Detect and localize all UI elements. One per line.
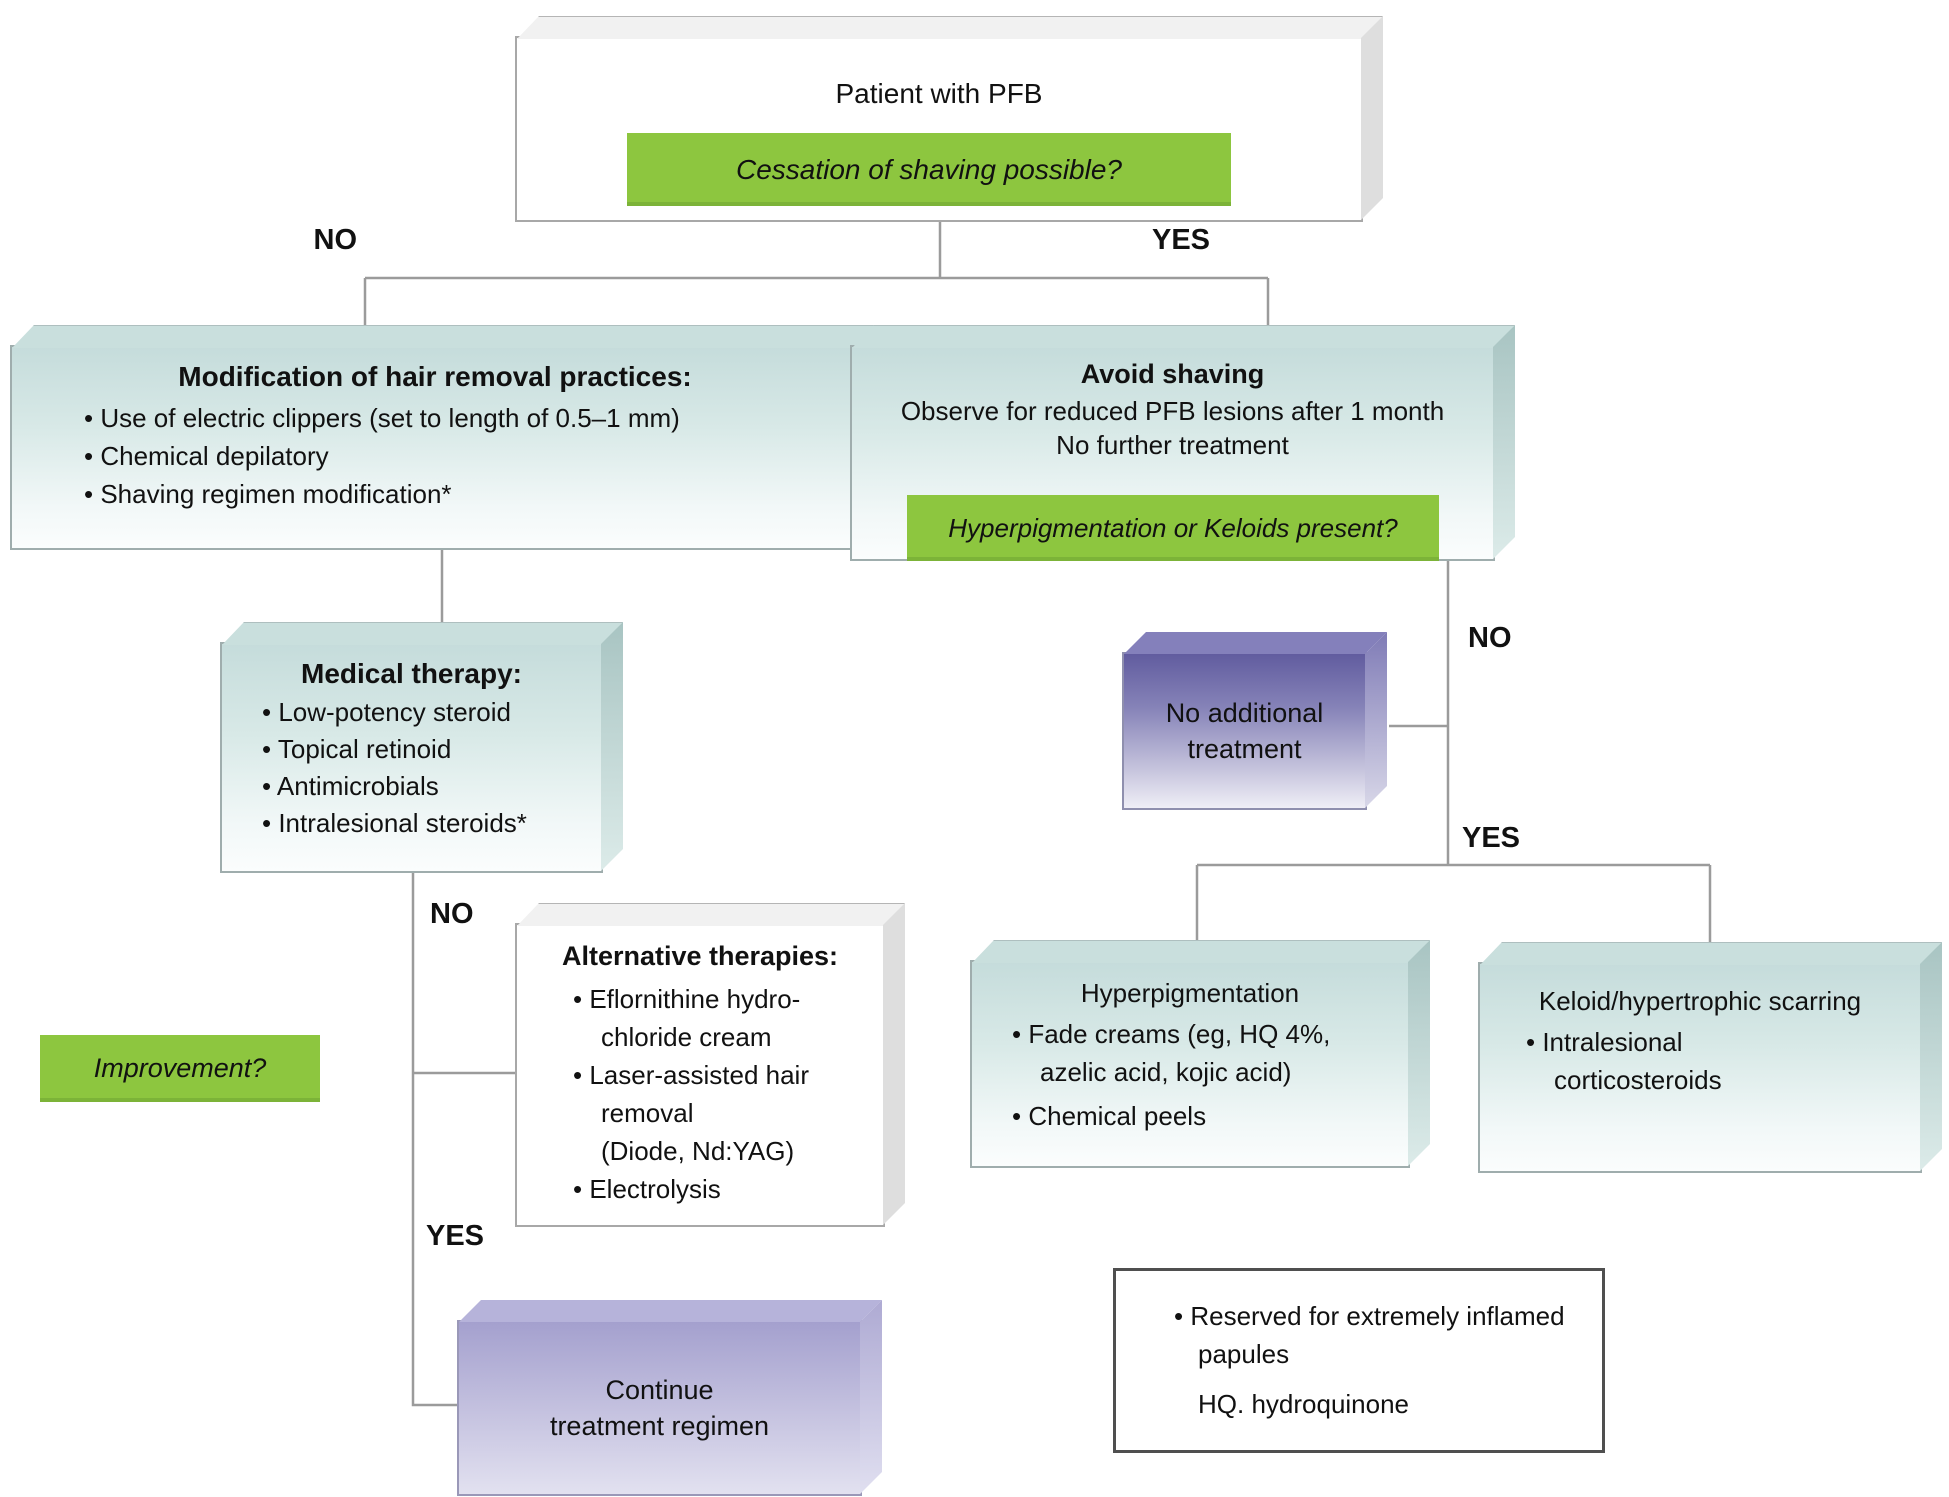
- improvement-question-text: Improvement?: [93, 1053, 267, 1083]
- keloid-header: Keloid/hypertrophic scarring: [1538, 986, 1862, 1016]
- hyperkeloid-no-label: NO: [1468, 622, 1512, 654]
- footnote-line: • Reserved for extremely inflamed: [1174, 1301, 1565, 1331]
- avoid-shaving-header: Avoid shaving: [1080, 359, 1265, 389]
- modification-header: Modification of hair removal practices:: [178, 361, 692, 392]
- modification-item: • Chemical depilatory: [84, 441, 329, 471]
- cessation-yes-label: YES: [1152, 224, 1211, 256]
- alternative-therapies-box: Alternative therapies: • Eflornithine hy…: [515, 923, 885, 1227]
- cessation-question-banner: Cessation of shaving possible?: [627, 133, 1231, 206]
- modification-item: • Shaving regimen modification*: [84, 479, 452, 509]
- no-additional-line: No additional: [1165, 698, 1324, 728]
- medical-therapy-item: • Topical retinoid: [262, 734, 452, 764]
- alternative-item-cont: chloride cream: [601, 1022, 772, 1052]
- modification-item: • Use of electric clippers (set to lengt…: [84, 403, 680, 433]
- hyperkeloid-yes-label: YES: [1462, 822, 1521, 854]
- keloid-box: Keloid/hypertrophic scarring • Intralesi…: [1478, 962, 1922, 1173]
- keloid-item: • Intralesional: [1526, 1027, 1683, 1057]
- medical-therapy-item: • Antimicrobials: [262, 771, 439, 801]
- footnote-hq-definition: HQ. hydroquinone: [1198, 1389, 1410, 1419]
- hyperpigmentation-item-cont: azelic acid, kojic acid): [1040, 1057, 1292, 1087]
- avoid-shaving-box: Avoid shaving Observe for reduced PFB le…: [850, 345, 1495, 561]
- improvement-no-label: NO: [430, 898, 474, 930]
- alternative-item: • Electrolysis: [573, 1174, 721, 1204]
- hyperpigmentation-item: • Chemical peels: [1012, 1101, 1207, 1131]
- cessation-no-label: NO: [313, 224, 358, 256]
- no-additional-treatment-box: No additional treatment: [1122, 652, 1367, 810]
- alternative-item-cont: removal: [601, 1098, 694, 1128]
- medical-therapy-box: Medical therapy: • Low-potency steroid •…: [220, 642, 603, 873]
- medical-therapy-item: • Intralesional steroids*: [262, 808, 527, 838]
- continue-line: treatment regimen: [549, 1411, 770, 1441]
- hyperkeloid-question-banner: Hyperpigmentation or Keloids present?: [907, 495, 1439, 561]
- hyperkeloid-question-text: Hyperpigmentation or Keloids present?: [948, 512, 1398, 543]
- avoid-shaving-line: Observe for reduced PFB lesions after 1 …: [900, 396, 1445, 426]
- medical-therapy-header: Medical therapy:: [301, 658, 522, 689]
- keloid-item-cont: corticosteroids: [1554, 1065, 1722, 1095]
- alternative-item-cont: (Diode, Nd:YAG): [601, 1136, 795, 1166]
- alternative-header: Alternative therapies:: [561, 941, 839, 971]
- flow-connectors: [363, 222, 1712, 1407]
- cessation-question-text: Cessation of shaving possible?: [735, 153, 1122, 185]
- avoid-shaving-line: No further treatment: [1056, 430, 1289, 460]
- continue-treatment-box: Continue treatment regimen: [457, 1320, 862, 1496]
- improvement-yes-label: YES: [426, 1220, 485, 1252]
- patient-box: Patient with PFB Cessation of shaving po…: [515, 36, 1363, 222]
- no-additional-line: treatment: [1187, 734, 1302, 764]
- hyperpigmentation-header: Hyperpigmentation: [1080, 978, 1300, 1008]
- improvement-question-banner: Improvement?: [40, 1035, 320, 1102]
- footnote-legend-box: • Reserved for extremely inflamed papule…: [1113, 1268, 1605, 1453]
- patient-box-title: Patient with PFB: [835, 78, 1043, 109]
- hyperpigmentation-item: • Fade creams (eg, HQ 4%,: [1012, 1019, 1331, 1049]
- footnote-line-cont: papules: [1198, 1339, 1290, 1369]
- alternative-item: • Eflornithine hydro-: [573, 984, 801, 1014]
- modification-box: Modification of hair removal practices: …: [10, 345, 860, 550]
- hyperpigmentation-box: Hyperpigmentation • Fade creams (eg, HQ …: [970, 960, 1410, 1168]
- continue-line: Continue: [605, 1375, 714, 1405]
- alternative-item: • Laser-assisted hair: [573, 1060, 809, 1090]
- medical-therapy-item: • Low-potency steroid: [262, 697, 512, 727]
